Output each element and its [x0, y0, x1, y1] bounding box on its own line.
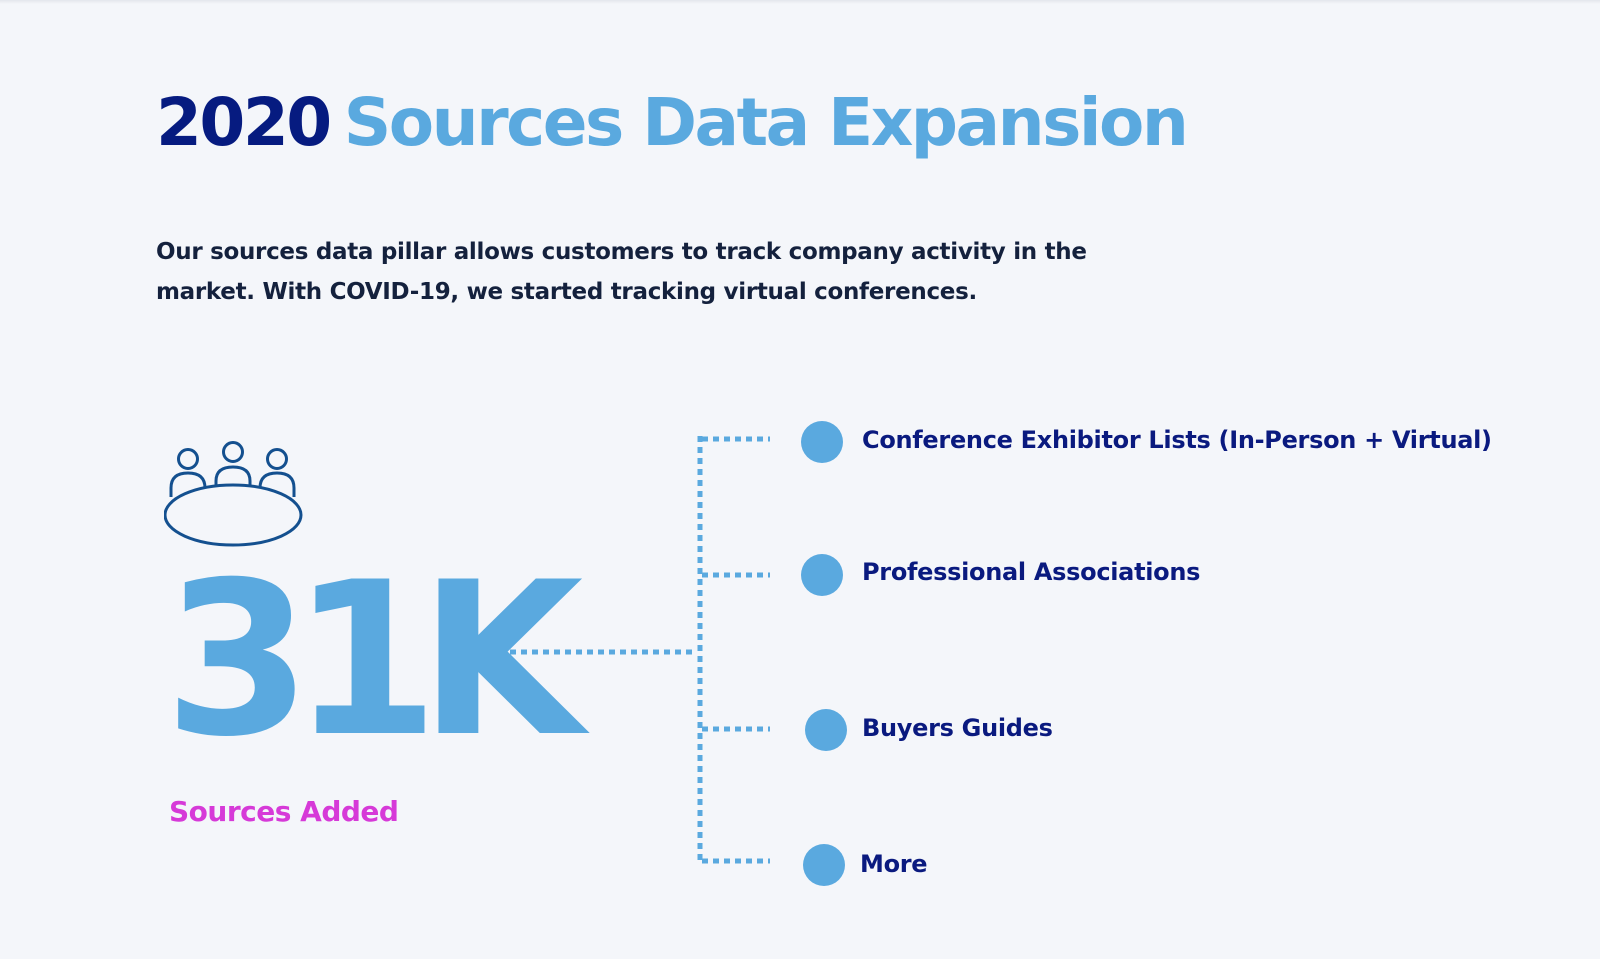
title-rest: Sources Data Expansion — [343, 84, 1189, 161]
item-buyers-guides: Buyers Guides — [862, 714, 1053, 742]
item-bullet — [803, 844, 845, 886]
item-more: More — [860, 850, 928, 878]
top-edge-shadow — [0, 0, 1600, 4]
title-year: 2020 — [156, 84, 332, 161]
item-conference-exhibitor-lists: Conference Exhibitor Lists (In-Person + … — [862, 426, 1492, 454]
intro-paragraph: Our sources data pillar allows customers… — [156, 239, 1087, 305]
item-bullet — [805, 709, 847, 751]
meeting-table-icon — [164, 441, 303, 547]
item-bullet — [801, 421, 843, 463]
sources-count: 31K — [164, 536, 583, 783]
item-professional-associations: Professional Associations — [862, 558, 1201, 586]
item-bullet — [801, 554, 843, 596]
sources-added-label: Sources Added — [169, 795, 399, 828]
